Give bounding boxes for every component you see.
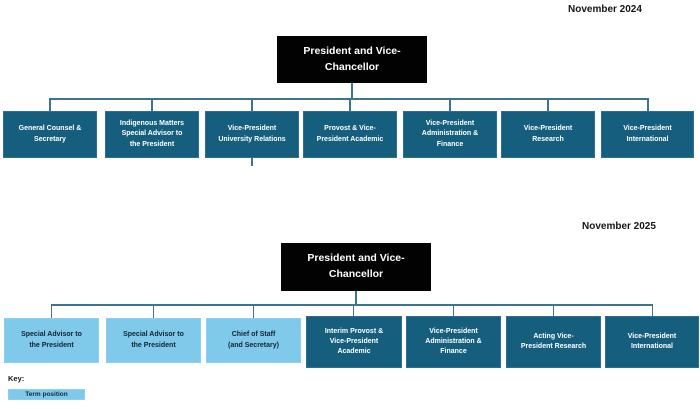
connector-drop-2025-6 <box>552 304 555 316</box>
connector-drop-2024-7 <box>647 98 649 111</box>
connector-drop-2024-2 <box>151 98 153 111</box>
connector-drop-2025-2 <box>152 304 155 318</box>
connector-root-drop-2024 <box>351 83 353 98</box>
org-node-provost-vp-academic: Provost & Vice- President Academic <box>303 111 397 158</box>
org-node-interim-provost: Interim Provost & Vice-President Academi… <box>306 316 402 368</box>
root-node-president-2024: President and Vice- Chancellor <box>277 36 427 83</box>
key-title: Key: <box>8 374 25 383</box>
connector-root-drop-2025 <box>355 291 357 304</box>
connector-drop-2025-3 <box>252 304 255 318</box>
connector-drop-2024-6 <box>547 98 549 111</box>
org-node-vp-admin-finance-2024: Vice-President Administration & Finance <box>403 111 497 158</box>
connector-rail-2024 <box>50 98 648 100</box>
year-label-2025: November 2025 <box>582 221 656 232</box>
root-node-president-2025: President and Vice- Chancellor <box>281 243 431 291</box>
connector-drop-2024-5 <box>449 98 451 111</box>
connector-drop-2024-1 <box>49 98 51 111</box>
connector-drop-2024-3 <box>251 98 253 111</box>
org-node-vp-international-2025: Vice-President International <box>605 316 699 368</box>
year-label-2024: November 2024 <box>568 4 642 15</box>
connector-drop-2025-5 <box>452 304 455 316</box>
org-node-vp-university-relations: Vice-President University Relations <box>205 111 299 158</box>
org-node-chief-of-staff: Chief of Staff (and Secretary) <box>206 318 301 363</box>
key-swatch-term-position: Term position <box>8 389 85 400</box>
connector-drop-2024-4 <box>349 98 351 111</box>
org-node-general-counsel: General Counsel & Secretary <box>3 111 97 158</box>
connector-drop-2025-4 <box>352 304 355 316</box>
connector-stub-university-relations <box>251 158 253 166</box>
connector-drop-2025-7 <box>651 304 654 316</box>
connector-rail-2025 <box>51 304 653 306</box>
org-node-special-advisor-2: Special Advisor to the President <box>106 318 201 363</box>
org-node-vp-research-2024: Vice-President Research <box>501 111 595 158</box>
org-node-vp-international-2024: Vice-President International <box>601 111 694 158</box>
org-node-indigenous-matters-advisor: Indigenous Matters Special Advisor to th… <box>105 111 199 158</box>
org-node-acting-vp-research: Acting Vice- President Research <box>506 316 601 368</box>
connector-drop-2025-1 <box>50 304 53 318</box>
org-node-vp-admin-finance-2025: Vice-President Administration & Finance <box>406 316 501 368</box>
org-node-special-advisor-1: Special Advisor to the President <box>4 318 99 363</box>
